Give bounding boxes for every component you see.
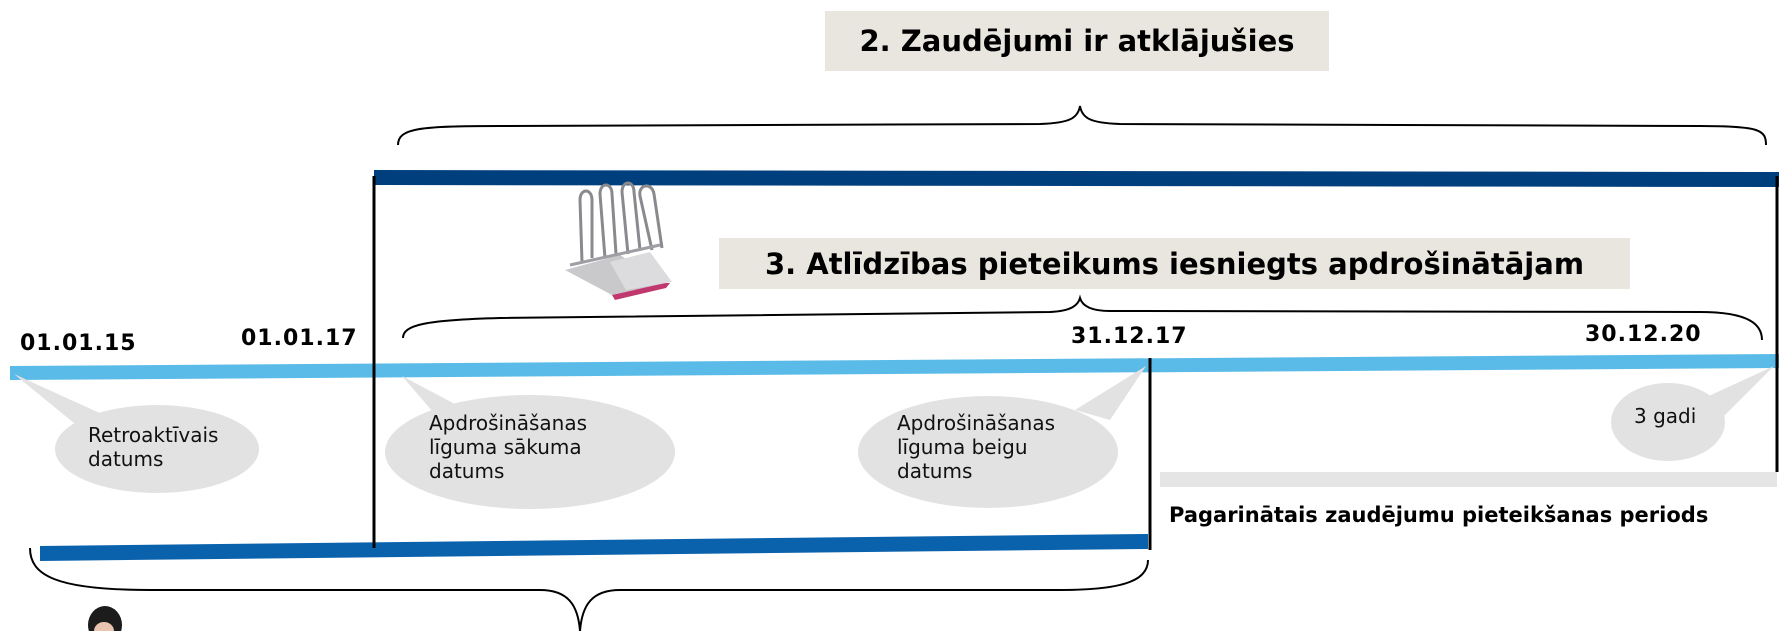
bubble-retro-text: Retroaktīvais datums [88, 423, 218, 471]
bubble-extension [1611, 366, 1774, 461]
bubble-extension-line: 3 gadi [1634, 404, 1697, 428]
bubble-start-text: Apdrošināšanas līguma sākuma datums [429, 411, 587, 483]
bubble-start [385, 376, 675, 509]
bubble-end [858, 366, 1146, 508]
bubble-end-line: datums [897, 459, 973, 483]
brace-losses-discovered [397, 105, 1767, 146]
bubble-end-line: līguma beigu [897, 435, 1028, 459]
bubble-extension-text: 3 gadi [1634, 404, 1696, 428]
heading-losses-discovered: 2. Zaudējumi ir atklājušies [825, 11, 1329, 71]
bubble-end-text: Apdrošināšanas līguma beigu datums [897, 411, 1055, 483]
person-icon [88, 606, 122, 631]
heading-losses-discovered-text: 2. Zaudējumi ir atklājušies [859, 24, 1295, 58]
policy-period-bar [40, 534, 1148, 561]
bubble-retro-line: datums [88, 447, 164, 471]
bubble-retro-line: Retroaktīvais [88, 423, 219, 447]
date-extended-end: 30.12.20 [1585, 322, 1702, 347]
brace-policy-period [29, 547, 1149, 631]
heading-claim-submitted-text: 3. Atlīdzības pieteikums iesniegts apdro… [764, 246, 1585, 281]
binder-clips-icon [565, 181, 672, 300]
date-retro: 01.01.15 [20, 331, 137, 356]
extended-period-bar [1160, 472, 1777, 487]
brace-claim-submitted [402, 294, 1763, 341]
losses-discovered-bar [374, 170, 1779, 187]
extended-period-label: Pagarinātais zaudējumu pieteikšanas peri… [1169, 503, 1709, 527]
bubble-end-line: Apdrošināšanas [897, 411, 1056, 435]
bubble-retro [14, 374, 259, 493]
bubble-start-line: datums [429, 459, 505, 483]
bubble-start-line: Apdrošināšanas [429, 411, 588, 435]
timeline-axis [10, 354, 1779, 380]
date-start: 01.01.17 [241, 326, 358, 351]
heading-claim-submitted: 3. Atlīdzības pieteikums iesniegts apdro… [719, 238, 1630, 289]
date-end: 31.12.17 [1071, 324, 1188, 349]
bubble-start-line: līguma sākuma [429, 435, 582, 459]
